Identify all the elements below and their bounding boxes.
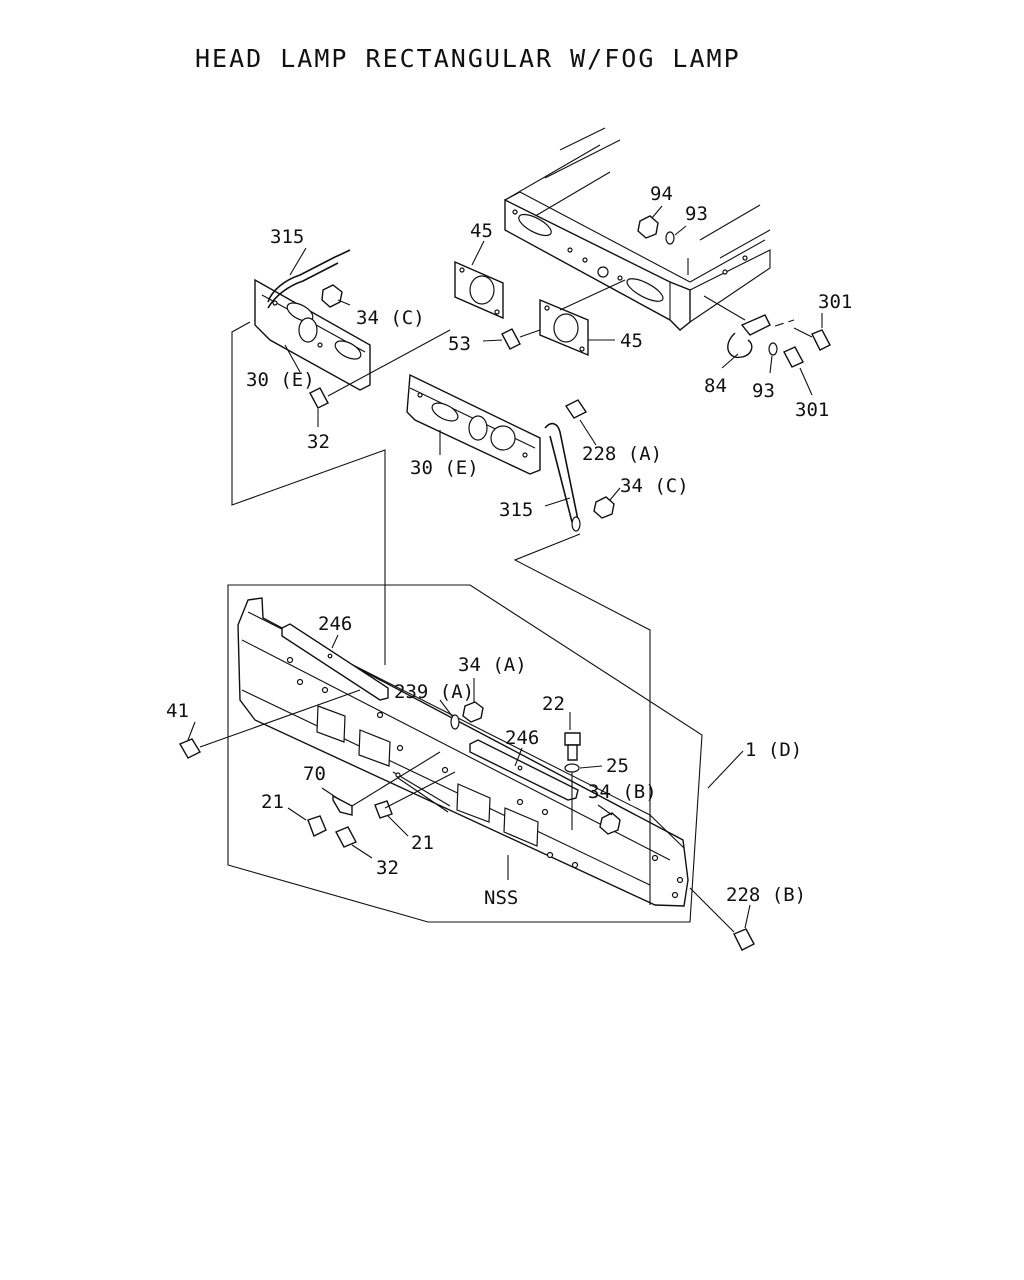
bracket-45-top — [454, 260, 504, 320]
clip-21-right — [374, 771, 456, 819]
label-1d: 1 (D) — [745, 739, 802, 761]
label-45-mid: 45 — [620, 330, 643, 352]
tow-hook — [703, 295, 771, 359]
label-34a: 34 (A) — [458, 654, 527, 676]
label-246-right: 246 — [505, 727, 539, 749]
headlamp-bracket-upper — [254, 278, 371, 391]
label-315-top: 315 — [270, 226, 304, 248]
diagram-title: HEAD LAMP RECTANGULAR W/FOG LAMP — [195, 44, 741, 73]
connect-line-left — [231, 321, 386, 665]
label-239a: 239 (A) — [394, 681, 474, 703]
bracket-leader — [559, 279, 626, 311]
bolt-32-top — [309, 329, 451, 409]
label-93-bottom: 93 — [752, 380, 775, 402]
label-nss: NSS — [484, 887, 518, 909]
nut-34c-top — [321, 284, 343, 308]
label-301-top: 301 — [818, 291, 852, 313]
washer-93-top — [665, 231, 675, 245]
label-93-top: 93 — [685, 203, 708, 225]
label-228b: 228 (B) — [726, 884, 806, 906]
label-301-bottom: 301 — [795, 399, 829, 421]
nut-34c-mid — [593, 496, 615, 519]
label-53: 53 — [448, 333, 471, 355]
bracket-45-mid — [539, 298, 589, 357]
leader-lines — [187, 205, 823, 929]
label-34c-top: 34 (C) — [356, 307, 425, 329]
bolt-53 — [501, 328, 541, 350]
nut-34b — [599, 812, 621, 835]
bolt-301-top — [774, 319, 831, 351]
label-34b: 34 (B) — [588, 781, 657, 803]
label-228a: 228 (A) — [582, 443, 662, 465]
headlamp-bracket-lower — [406, 373, 541, 475]
bolt-32-bottom — [335, 826, 357, 848]
reinforcement-246-left — [281, 623, 389, 701]
label-30e-mid: 30 (E) — [410, 457, 479, 479]
bracket-70 — [332, 751, 441, 816]
reinforcement-246-right — [469, 739, 579, 801]
washer-239a — [450, 714, 460, 730]
bolt-228b — [689, 887, 755, 951]
label-22: 22 — [542, 693, 565, 715]
nut-34a — [462, 701, 484, 723]
label-70: 70 — [303, 763, 326, 785]
clip-21-left — [307, 815, 327, 837]
label-41: 41 — [166, 700, 189, 722]
label-25: 25 — [606, 755, 629, 777]
label-32-top: 32 — [307, 431, 330, 453]
vehicle-frame — [504, 127, 771, 331]
label-34c-mid: 34 (C) — [620, 475, 689, 497]
label-94: 94 — [650, 183, 673, 205]
bumper-assembly-outline — [227, 584, 703, 923]
bolt-22 — [564, 732, 581, 761]
nut-94 — [637, 215, 659, 239]
label-315-mid: 315 — [499, 499, 533, 521]
washer-25 — [564, 763, 580, 773]
label-21-left: 21 — [261, 791, 284, 813]
bolt-228a — [564, 399, 588, 419]
label-32-bottom: 32 — [376, 857, 399, 879]
bolt-301-bottom — [783, 346, 804, 368]
washer-93-bottom — [768, 342, 778, 356]
label-84: 84 — [704, 375, 727, 397]
label-21-right: 21 — [411, 832, 434, 854]
bolt-41 — [178, 689, 361, 759]
label-45-top: 45 — [470, 220, 493, 242]
label-30e-left: 30 (E) — [246, 369, 315, 391]
stay-315-top — [267, 249, 351, 309]
label-246-left: 246 — [318, 613, 352, 635]
connect-line-right — [513, 533, 651, 830]
stay-315-mid — [544, 422, 581, 532]
